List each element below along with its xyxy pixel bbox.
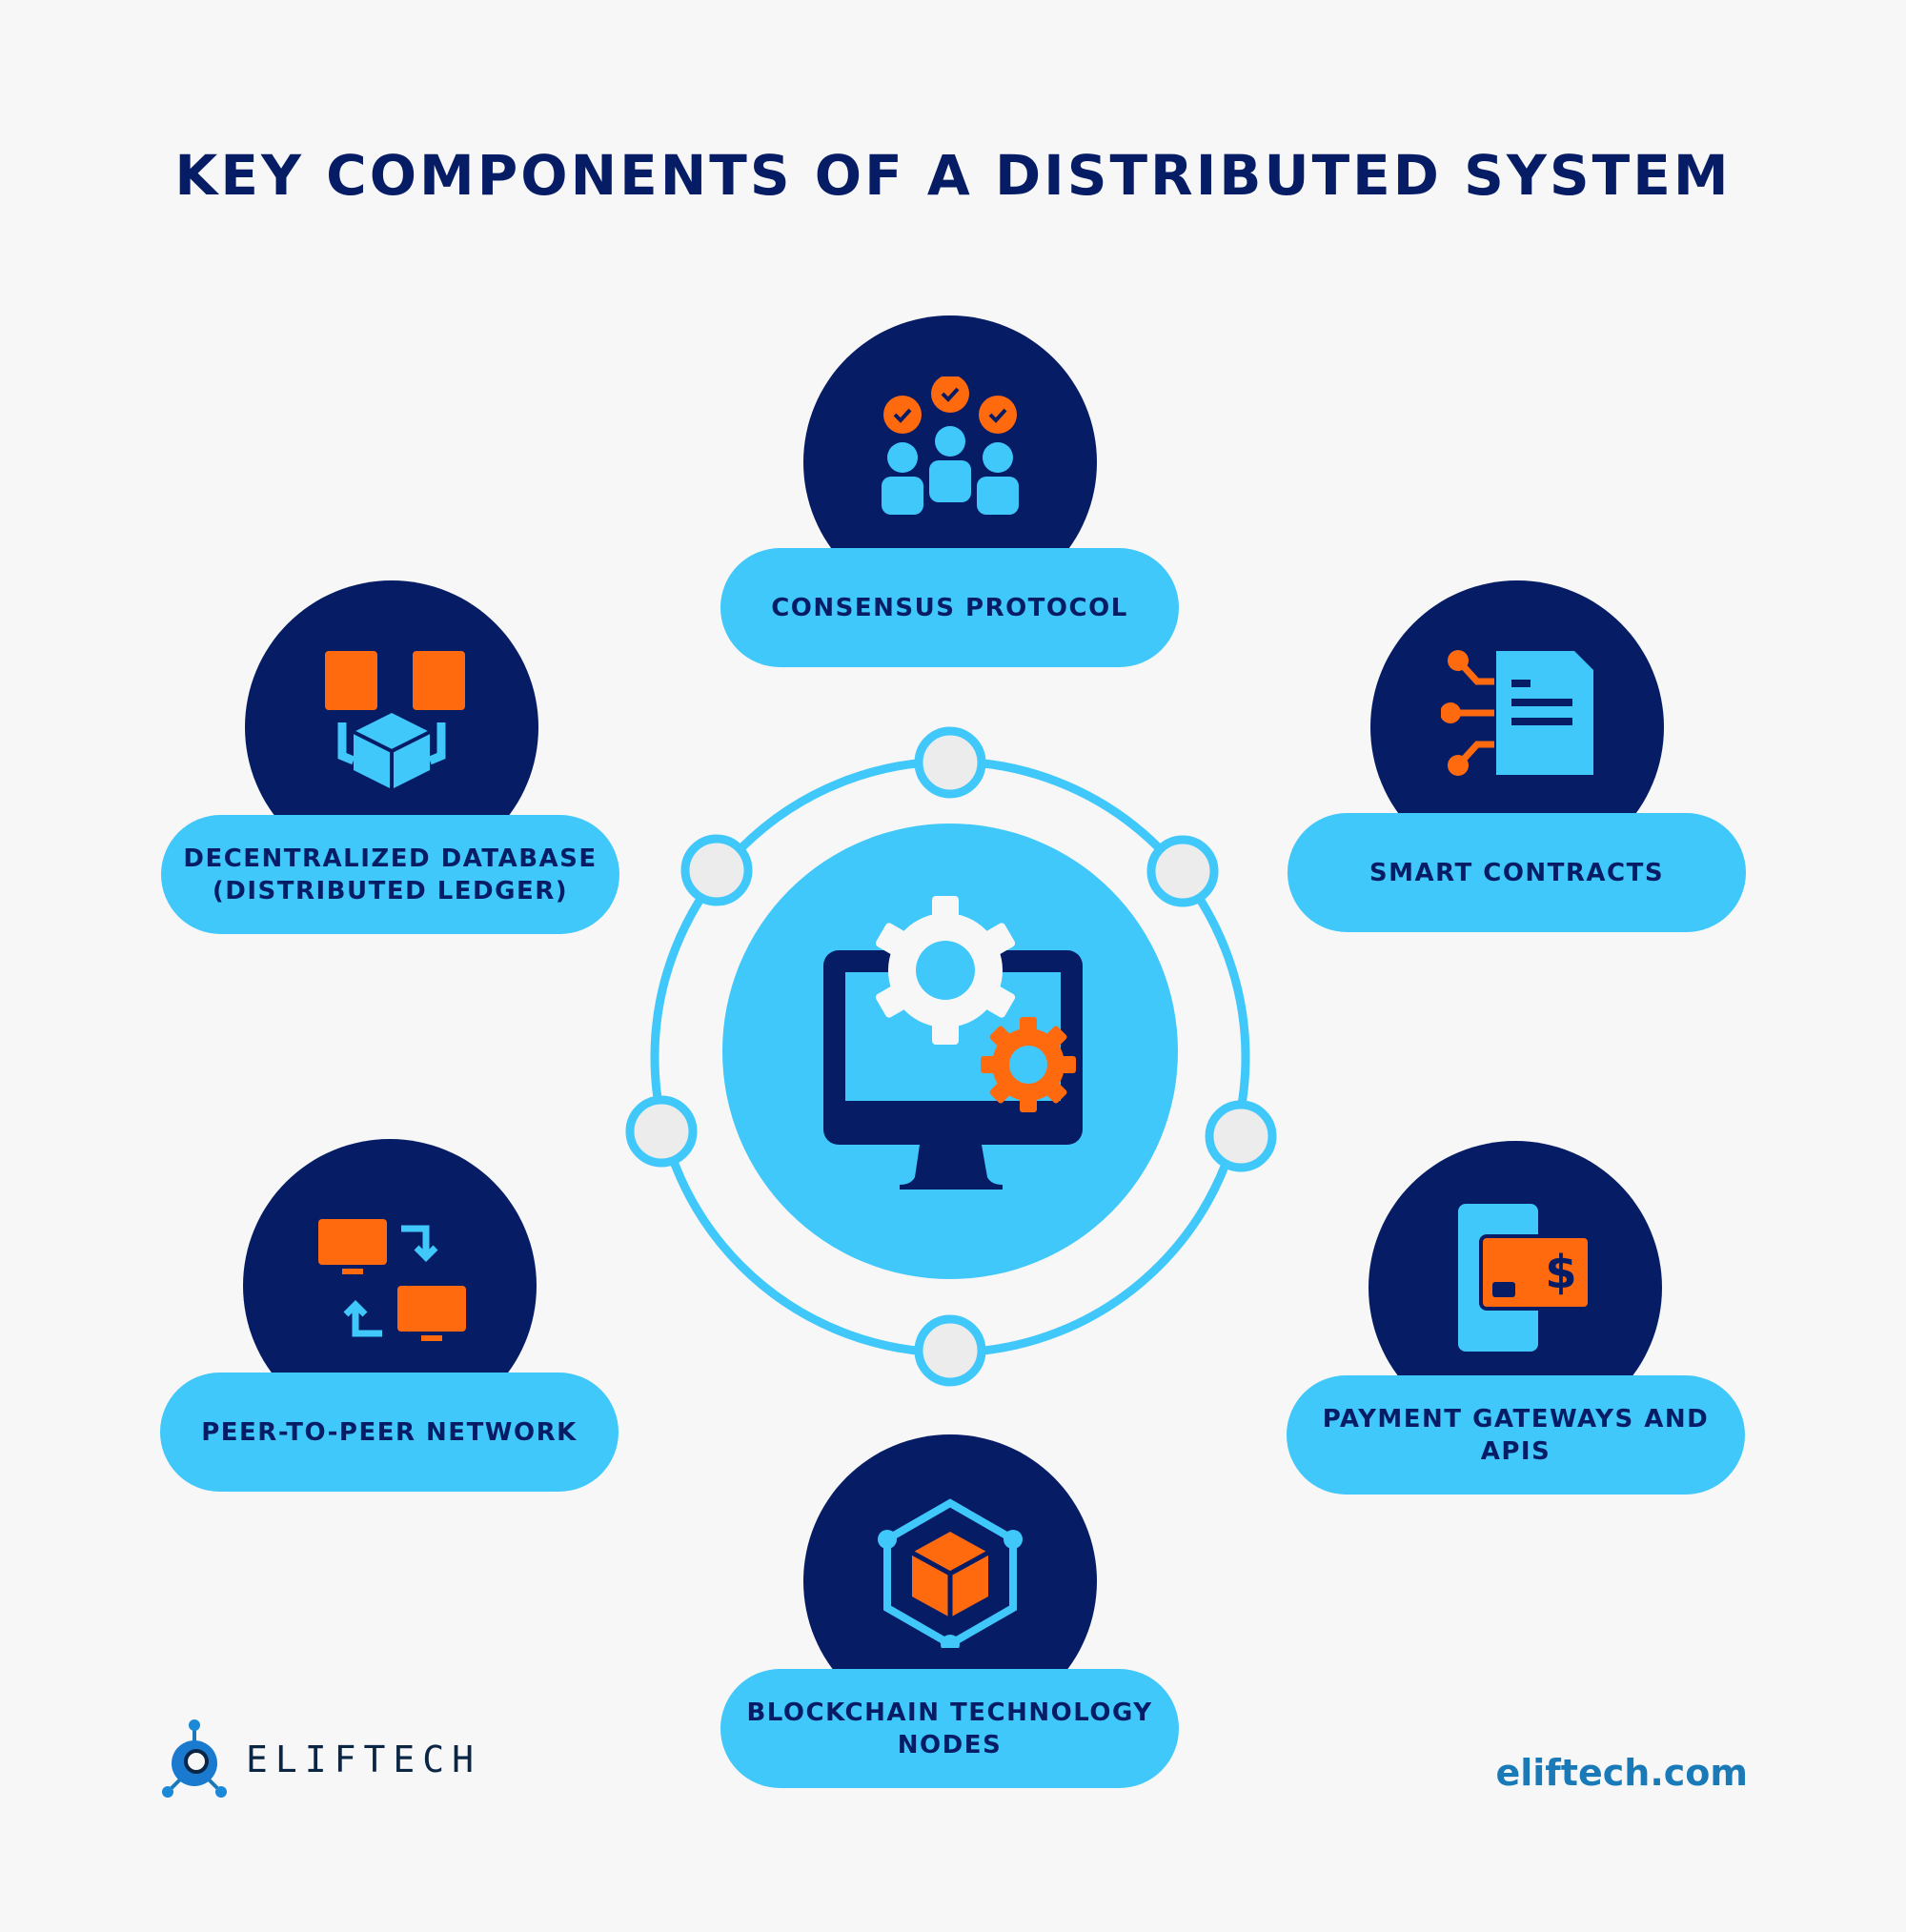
svg-text:$: $ <box>1545 1246 1576 1299</box>
computer-gears-icon <box>823 896 1083 1190</box>
database-box-icon <box>325 651 465 789</box>
orbit-node <box>625 1095 698 1168</box>
peer-computers-icon <box>318 1219 466 1341</box>
orbit-node <box>914 1314 986 1387</box>
consensus-protocol-label: CONSENSUS PROTOCOL <box>720 548 1179 667</box>
orbit-node <box>1205 1100 1277 1172</box>
peer-to-peer-label: PEER-TO-PEER NETWORK <box>160 1373 618 1492</box>
orbit-node <box>1146 835 1219 907</box>
contract-document-icon <box>1441 650 1593 776</box>
payment-card-icon: $ <box>1458 1204 1592 1352</box>
eliftech-logo: ELIFTECH <box>160 1719 481 1800</box>
website-link[interactable]: eliftech.com <box>1495 1752 1748 1794</box>
page-title: KEY COMPONENTS OF A DISTRIBUTED SYSTEM <box>174 143 1732 208</box>
orbit-node <box>680 834 753 906</box>
payment-gateways-label: PAYMENT GATEWAYS AND APIS <box>1287 1375 1745 1495</box>
decentralized-database-label: DECENTRALIZED DATABASE (DISTRIBUTED LEDG… <box>161 815 619 934</box>
smart-contracts-label: SMART CONTRACTS <box>1288 813 1746 932</box>
eliftech-logo-icon <box>162 1719 227 1798</box>
blockchain-nodes-label: BLOCKCHAIN TECHNOLOGY NODES <box>720 1669 1179 1788</box>
people-consensus-icon <box>882 376 1019 515</box>
orbit-node <box>914 726 986 799</box>
logo-text: ELIFTECH <box>246 1739 482 1780</box>
blockchain-cube-icon <box>878 1498 1023 1648</box>
